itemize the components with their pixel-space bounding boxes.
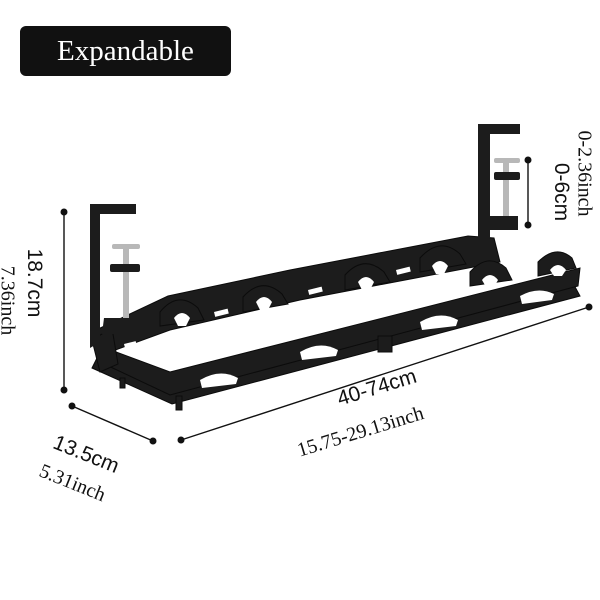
clamp-dim-end-bottom (524, 221, 532, 229)
depth-dimension-line (71, 405, 154, 442)
expandable-badge: Expandable (20, 26, 231, 76)
length-dim-end-left (177, 436, 185, 444)
left-clamp-knob (102, 318, 146, 334)
length-dim-end-right (585, 303, 593, 311)
tray-slots (124, 261, 566, 388)
right-clamp (478, 124, 520, 244)
dimension-lines (60, 156, 593, 445)
clamp-dim-end-top (524, 156, 532, 164)
right-clamp-screw (503, 162, 509, 218)
left-clamp-plate (112, 244, 140, 249)
depth-dim-end-left (68, 402, 76, 410)
tray-body (91, 235, 581, 411)
right-clamp-knob (490, 216, 518, 230)
clamp-metric-label: 0-6cm (550, 162, 573, 222)
left-clamp-screw (123, 248, 129, 320)
depth-dim-end-right (149, 437, 157, 445)
right-clamp-plate (494, 158, 520, 163)
height-dim-end-bottom (60, 386, 68, 394)
length-dimension-line (180, 306, 590, 441)
clamp-imperial-label: 0-2.36inch (573, 130, 596, 217)
height-imperial-label: 7.36inch (0, 265, 19, 336)
left-clamp (90, 204, 146, 348)
height-metric-label: 18.7cm (23, 248, 46, 318)
height-dim-end-top (60, 208, 68, 216)
